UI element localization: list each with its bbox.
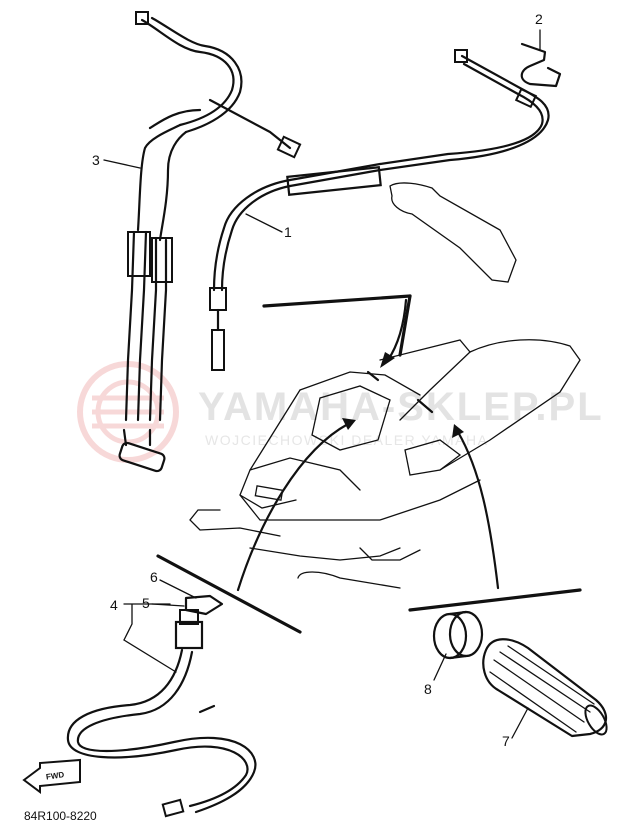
callout-2: 2	[535, 11, 543, 27]
reference-code: 84R100-8220	[24, 809, 97, 823]
brake-lever	[389, 182, 517, 283]
callout-3: 3	[92, 152, 100, 168]
fwd-arrow-icon: FWD	[22, 758, 81, 794]
detail-frames	[156, 294, 582, 634]
watermark-title: YAMAHA-SKLEP.PL	[198, 385, 604, 429]
callout-6: 6	[150, 569, 158, 585]
watermark-subtitle: WOJCIECHOWSKI DEALER YAMAHA	[205, 432, 488, 448]
cable-part-4	[66, 609, 257, 818]
callout-4: 4	[110, 597, 118, 613]
callout-7: 7	[502, 733, 510, 749]
watermark: YAMAHA-SKLEP.PL WOJCIECHOWSKI DEALER YAM…	[77, 361, 604, 463]
bracket-lines: 6 5 4	[110, 569, 197, 673]
cable-part-3: 3	[92, 11, 302, 473]
clip-part-2: 2	[520, 11, 562, 88]
snowmobile	[189, 339, 581, 589]
fwd-label: FWD	[45, 770, 65, 781]
cable-part-1: 1	[209, 49, 550, 371]
callout-5: 5	[142, 595, 150, 611]
callout-8: 8	[424, 681, 432, 697]
pointer-arrows	[236, 298, 500, 592]
callout-1: 1	[284, 224, 292, 240]
collar-part-8: 8	[424, 610, 484, 697]
grip-part-7: 7	[482, 638, 608, 749]
gear-part-5	[184, 594, 224, 616]
